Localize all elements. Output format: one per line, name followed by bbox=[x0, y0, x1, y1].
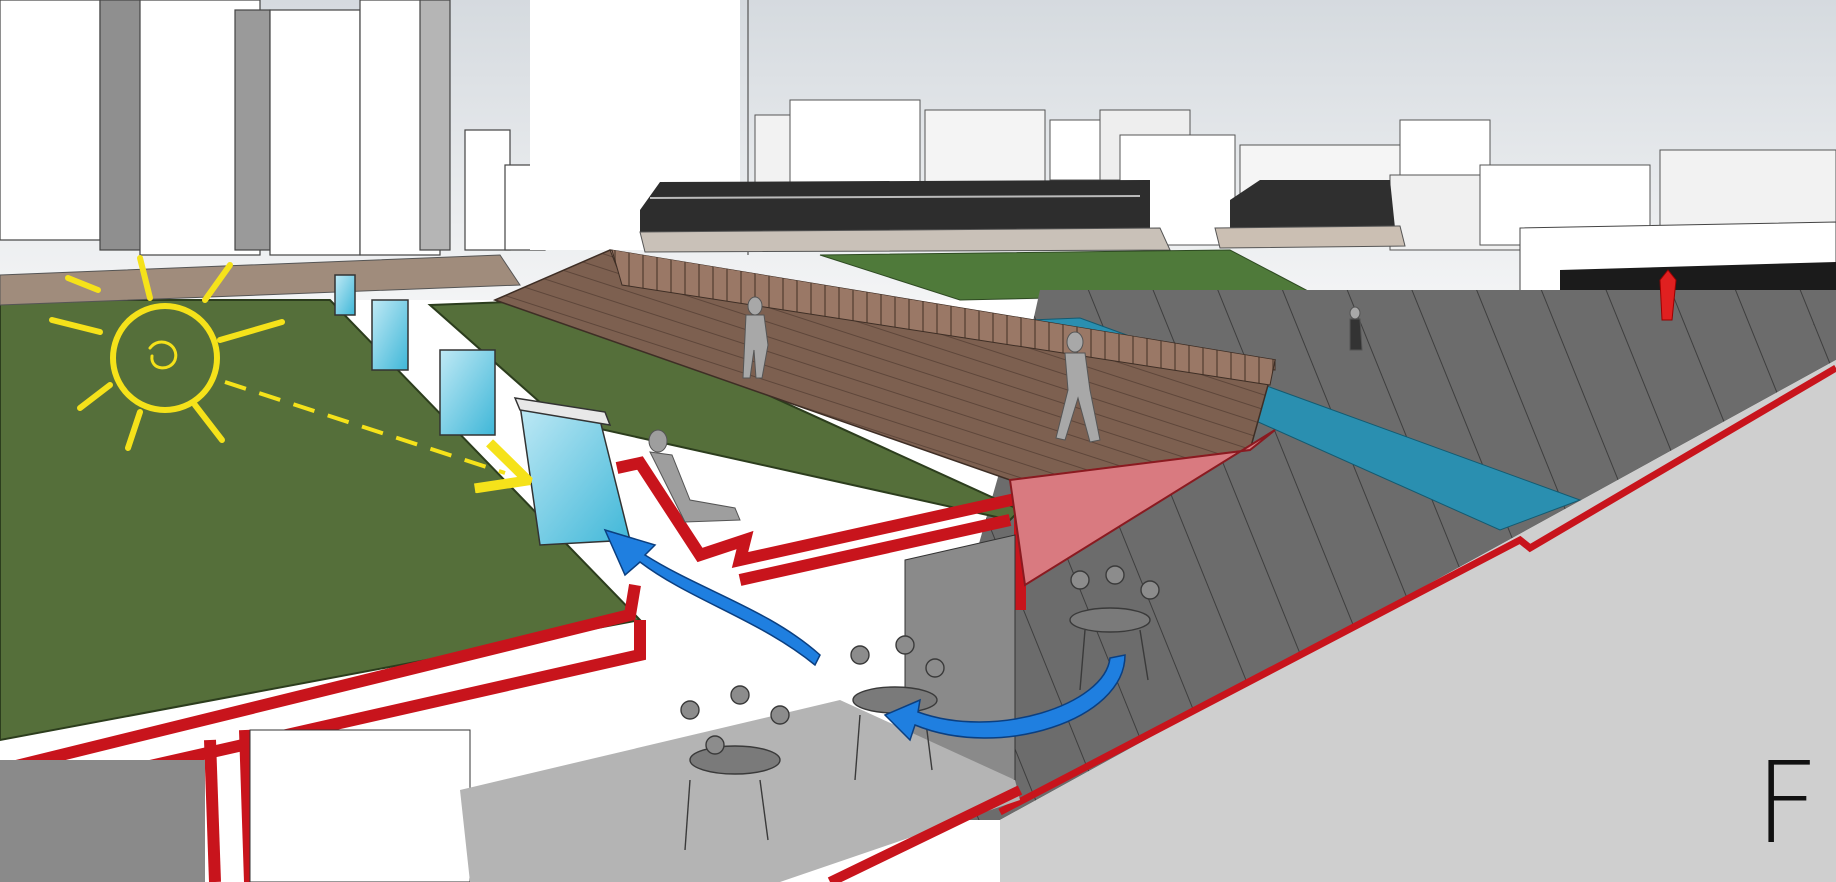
floor-slab-left bbox=[0, 760, 205, 882]
roof-edge-band bbox=[0, 254, 521, 306]
table-group-1 bbox=[680, 685, 790, 851]
walking-figures bbox=[742, 269, 1677, 443]
seated-figure-skylight bbox=[648, 429, 741, 523]
city-towers-back bbox=[754, 99, 1836, 251]
airflow-arrows bbox=[603, 528, 1126, 742]
sunlight-arrow bbox=[224, 380, 505, 473]
interior-floor bbox=[460, 700, 1020, 882]
section-cut-outline-right bbox=[998, 364, 1836, 816]
skylight-glazing bbox=[334, 274, 631, 546]
boardwalk-underside bbox=[1008, 429, 1276, 587]
sun-icon bbox=[49, 255, 285, 451]
interior-wall bbox=[249, 729, 471, 882]
city-towers-left bbox=[0, 0, 749, 256]
panel-letter: F bbox=[1754, 739, 1820, 869]
section-cut-floor bbox=[827, 785, 1023, 882]
timber-boardwalk bbox=[492, 249, 1276, 481]
seated-figures bbox=[680, 565, 1160, 851]
table-group-3 bbox=[1069, 565, 1160, 691]
timber-balustrade-face bbox=[611, 249, 1276, 386]
